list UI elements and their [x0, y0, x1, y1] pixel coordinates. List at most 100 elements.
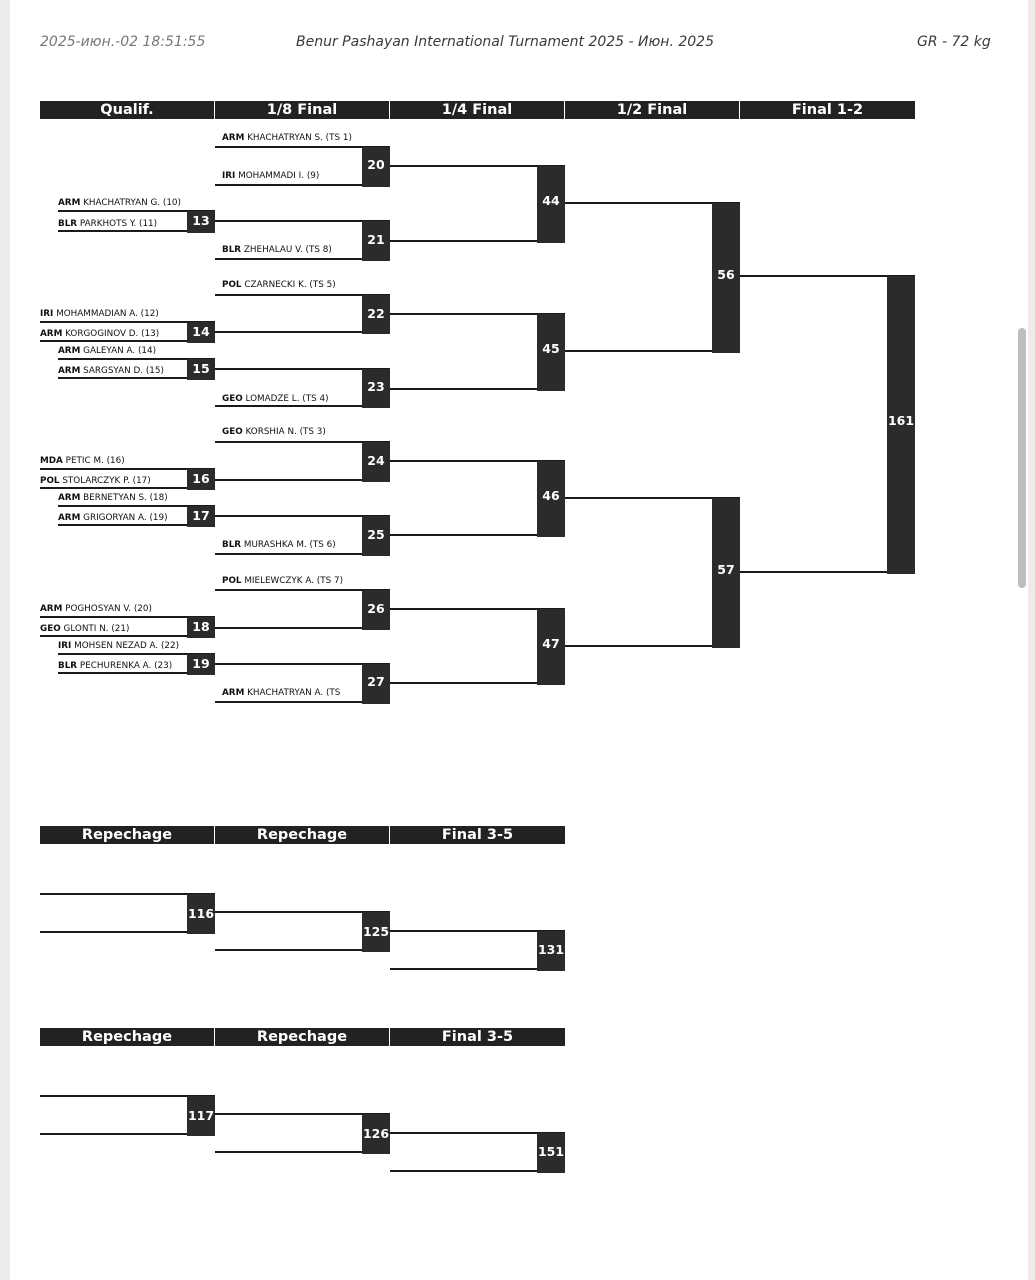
bracket-line — [215, 479, 390, 481]
country-code: BLR — [222, 540, 242, 550]
wrestler-name: STOLARCZYK P. (17) — [59, 476, 151, 486]
wrestler-entry: ARM KHACHATRYAN S. (TS 1) — [222, 133, 362, 144]
bracket-line — [390, 460, 565, 462]
bracket-line — [390, 930, 565, 932]
match-box — [537, 931, 565, 971]
wrestler-name: PARKHOTS Y. (11) — [77, 219, 158, 229]
bracket-line — [390, 968, 565, 970]
round-header-quarter-final: 1/4 Final — [390, 101, 565, 119]
wrestler-entry: ARM GRIGORYAN A. (19) — [58, 513, 184, 524]
wrestler-entry: ARM GALEYAN A. (14) — [58, 346, 184, 357]
match-box — [187, 894, 215, 934]
match-number: 16 — [192, 471, 210, 486]
match-box — [187, 322, 215, 343]
match-number: 57 — [717, 562, 735, 577]
country-code: GEO — [40, 624, 61, 634]
match-number: 131 — [537, 942, 565, 957]
country-code: GEO — [222, 427, 243, 437]
match-number: 23 — [367, 379, 385, 394]
country-code: POL — [222, 280, 242, 290]
match-box — [187, 506, 215, 527]
match-number: 45 — [542, 341, 560, 356]
match-box — [362, 369, 390, 408]
match-box — [187, 1096, 215, 1136]
round-header-eighth-final: 1/8 Final — [215, 101, 390, 119]
match-box — [537, 1133, 565, 1173]
wrestler-entry: ARM KORGOGINOV D. (13) — [40, 329, 184, 340]
bracket-line — [390, 165, 565, 167]
match-number: 24 — [367, 453, 385, 468]
bracket-line — [215, 627, 390, 629]
tournament-title: Benur Pashayan International Turnament 2… — [296, 34, 714, 50]
bracket-line — [390, 1170, 565, 1172]
wrestler-entry: BLR ZHEHALAU V. (TS 8) — [222, 245, 362, 256]
wrestler-entry: BLR MURASHKA M. (TS 6) — [222, 540, 362, 551]
bracket-line — [58, 672, 215, 674]
wrestler-name: GLONTI N. (21) — [60, 624, 130, 634]
wrestler-name: GRIGORYAN A. (19) — [80, 513, 168, 523]
bracket-line — [215, 294, 390, 296]
bracket-line — [40, 635, 215, 637]
match-box — [362, 442, 390, 482]
bracket-line — [58, 230, 215, 232]
bracket-line — [40, 1133, 215, 1135]
match-number: 15 — [192, 361, 210, 376]
wrestler-entry: BLR PECHURENKA A. (23) — [58, 661, 184, 672]
wrestler-entry: POL CZARNECKI K. (TS 5) — [222, 280, 362, 291]
match-box — [362, 590, 390, 630]
country-code: ARM — [40, 604, 63, 614]
country-code: ARM — [58, 366, 81, 376]
country-code: GEO — [222, 394, 243, 404]
match-number: 117 — [187, 1108, 215, 1123]
wrestler-name: MOHAMMADI I. (9) — [235, 171, 320, 181]
country-code: BLR — [222, 245, 242, 255]
wrestler-name: PECHURENKA A. (23) — [77, 661, 173, 671]
match-number: 56 — [717, 267, 735, 282]
wrestler-name: LOMADZE L. (TS 4) — [242, 394, 329, 404]
country-code: ARM — [58, 198, 81, 208]
country-code: ARM — [58, 346, 81, 356]
repechage-a-header-3: Final 3-5 — [390, 826, 565, 844]
wrestler-entry: ARM KHACHATRYAN A. (TS — [222, 688, 362, 699]
bracket-line — [58, 524, 215, 526]
bracket-line — [740, 571, 915, 573]
country-code: ARM — [222, 688, 245, 698]
match-number: 18 — [192, 619, 210, 634]
bracket-line — [565, 645, 740, 647]
bracket-line — [215, 553, 390, 555]
scrollbar[interactable] — [1018, 328, 1026, 588]
repechage-a-header-2: Repechage — [215, 826, 390, 844]
repechage-a-header-1: Repechage — [40, 826, 215, 844]
bracket-line — [40, 340, 215, 342]
match-number: 17 — [192, 508, 210, 523]
bracket-line — [215, 220, 390, 222]
bracket-line — [215, 1151, 390, 1153]
wrestler-entry: IRI MOHSEN NEZAD A. (22) — [58, 641, 184, 652]
match-number: 21 — [367, 232, 385, 247]
wrestler-name: KHACHATRYAN S. (TS 1) — [244, 133, 352, 143]
match-number: 161 — [887, 413, 915, 428]
wrestler-name: PETIC M. (16) — [62, 456, 125, 466]
wrestler-entry: POL STOLARCZYK P. (17) — [40, 476, 184, 487]
country-code: IRI — [58, 641, 72, 651]
match-number: 44 — [542, 193, 560, 208]
round-header-qualif: Qualif. — [40, 101, 215, 119]
match-box — [362, 664, 390, 704]
wrestler-entry: ARM POGHOSYAN V. (20) — [40, 604, 184, 615]
country-code: ARM — [58, 493, 81, 503]
wrestler-entry: IRI MOHAMMADI I. (9) — [222, 171, 362, 182]
bracket-line — [215, 589, 390, 591]
bracket-line — [215, 911, 390, 913]
match-box — [187, 654, 215, 675]
wrestler-name: KHACHATRYAN A. (TS — [244, 688, 341, 698]
match-number: 19 — [192, 656, 210, 671]
match-box — [537, 609, 565, 685]
wrestler-entry: GEO LOMADZE L. (TS 4) — [222, 394, 362, 405]
bracket-line — [215, 146, 390, 148]
bracket-line — [215, 663, 390, 665]
wrestler-name: MOHAMMADIAN A. (12) — [53, 309, 159, 319]
bracket-line — [58, 653, 215, 655]
bracket-line — [215, 949, 390, 951]
country-code: POL — [40, 476, 60, 486]
match-box — [537, 314, 565, 391]
